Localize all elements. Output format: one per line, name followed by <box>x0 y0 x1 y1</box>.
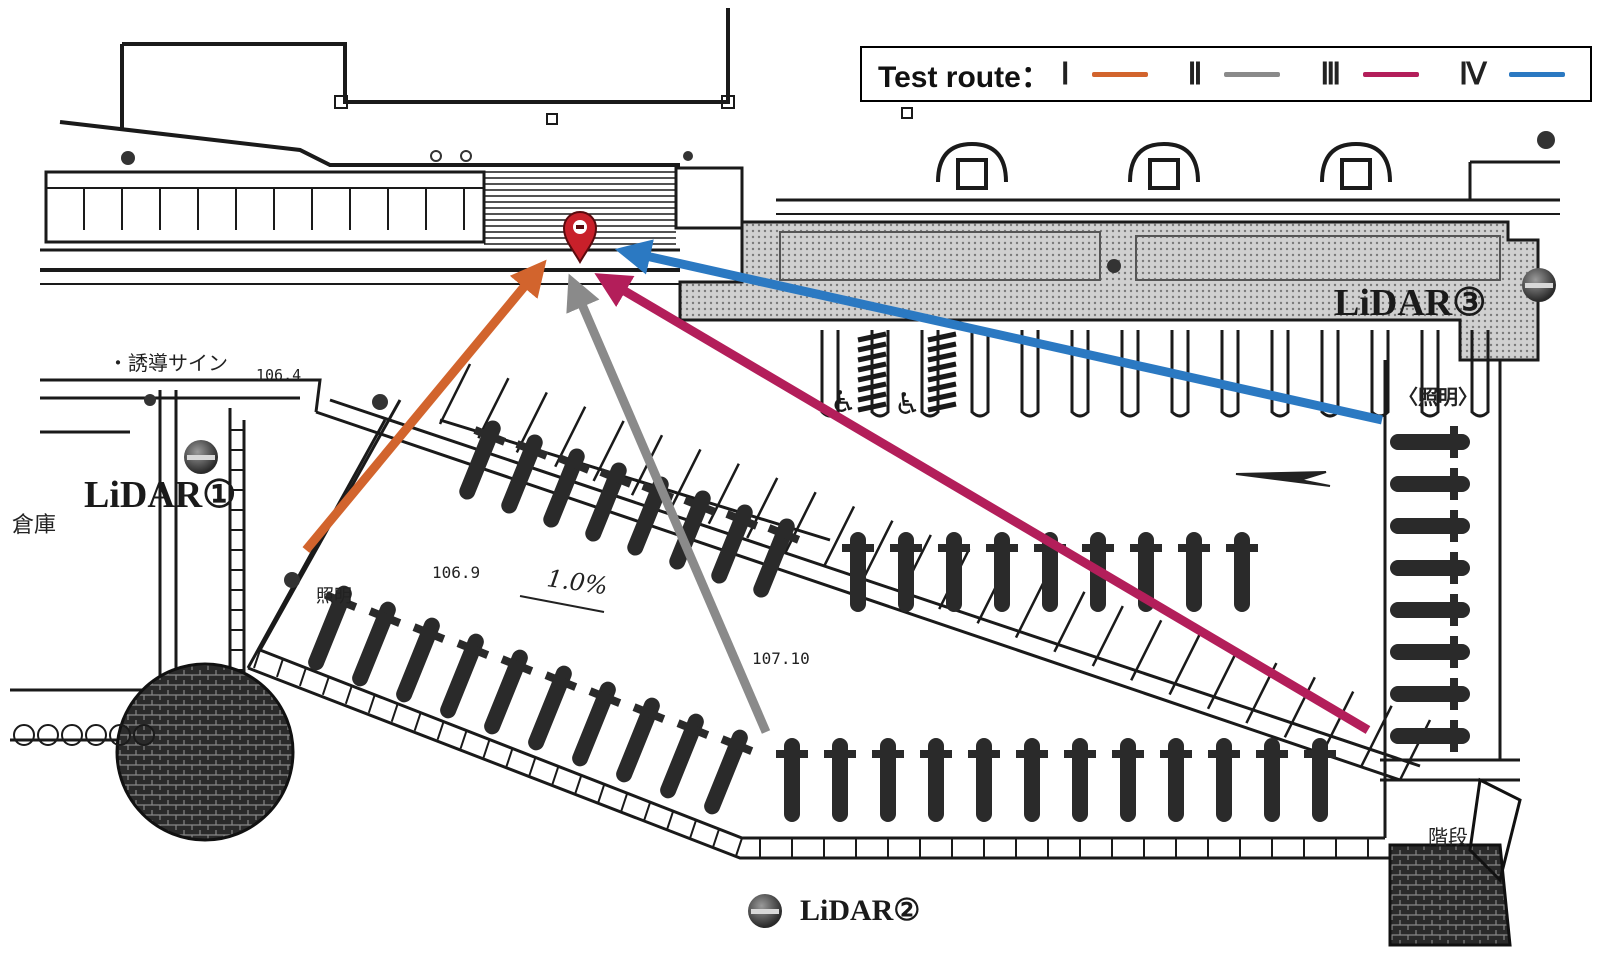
elevation-label-a: 106.4 <box>256 366 301 384</box>
wheel-stop <box>842 532 874 612</box>
wheel-stop <box>1390 594 1470 626</box>
wheel-stop <box>1390 510 1470 542</box>
legend-swatch-route-1 <box>1091 71 1148 77</box>
wheel-stop <box>753 518 801 598</box>
wheel-stop <box>1016 738 1048 822</box>
lidar-1-icon <box>184 440 218 474</box>
wheel-stops <box>308 420 1470 822</box>
sidewalk-band <box>678 160 1560 362</box>
wheel-stop <box>1390 426 1470 458</box>
wheel-stop <box>938 532 970 612</box>
wheel-stop <box>1304 738 1336 822</box>
route-legend: Test route： Ⅰ Ⅱ Ⅲ Ⅳ <box>860 46 1592 102</box>
elevation-label-c: 107.10 <box>752 649 810 668</box>
wheel-stop <box>890 532 922 612</box>
lidar-3-label: LiDAR③ <box>1334 282 1487 324</box>
wheel-stop <box>1390 552 1470 584</box>
curb-ticks <box>230 429 1369 858</box>
lamp-posts <box>121 131 1555 588</box>
wheel-stop <box>616 697 666 783</box>
stairs-label: 階段 <box>1428 825 1468 849</box>
storage-label: 倉庫 <box>12 513 56 538</box>
legend-label-route-4: Ⅳ <box>1459 57 1487 91</box>
wheel-stop <box>1256 738 1288 822</box>
wheel-stop <box>986 532 1018 612</box>
route-4-arrow <box>614 239 1383 425</box>
legend-label-route-3: Ⅲ <box>1320 57 1342 91</box>
wheel-stop <box>1390 720 1470 752</box>
route-3-arrow <box>594 273 1371 734</box>
map-pin-icon <box>562 211 598 265</box>
wheel-stop <box>501 434 549 514</box>
plan-annotations: ・誘導サイン 106.4 106.9 107.10 1.0% 〈照明〉 照明 倉… <box>12 351 1478 849</box>
stair-block <box>1388 777 1522 947</box>
wheel-stop <box>824 738 856 822</box>
wheel-stop <box>484 649 534 735</box>
wheel-stop <box>440 633 490 719</box>
legend-swatch-route-2 <box>1224 71 1281 77</box>
lighting-label: 〈照明〉 <box>1398 385 1478 409</box>
upper-walkway <box>40 166 744 285</box>
wheel-stop <box>1390 468 1470 500</box>
lidar-3-icon <box>1522 268 1556 302</box>
wheel-stop <box>352 601 402 687</box>
wheel-stop <box>660 713 710 799</box>
building-outline <box>59 8 913 167</box>
legend-label-route-1: Ⅰ <box>1060 57 1070 91</box>
wheel-stop <box>1112 738 1144 822</box>
legend-item-route-3: Ⅲ <box>1320 57 1449 92</box>
wheel-stop <box>1390 678 1470 710</box>
lighting-label-short: 照明 <box>316 586 352 607</box>
lidar-2-label: LiDAR② <box>800 894 921 927</box>
wheel-stop <box>572 681 622 767</box>
wheel-stop <box>1390 636 1470 668</box>
legend-label-route-2: Ⅱ <box>1187 57 1203 91</box>
lidar-2-icon <box>748 894 782 928</box>
wheel-stop <box>920 738 952 822</box>
legend-swatch-route-3 <box>1363 71 1420 77</box>
wheel-stop <box>396 617 446 703</box>
bicycle-rack-circles <box>13 724 155 746</box>
wheel-stop <box>669 490 717 570</box>
wheel-stop <box>1160 738 1192 822</box>
route-2-arrow <box>566 273 771 734</box>
wheel-stop <box>543 448 591 528</box>
lidar-1-label: LiDAR① <box>84 474 237 516</box>
wheel-stop <box>968 738 1000 822</box>
wheel-stop <box>585 462 633 542</box>
door-icons <box>936 141 1392 190</box>
planter-circle <box>115 662 295 842</box>
slope-label: 1.0% <box>545 564 609 600</box>
legend-item-route-1: Ⅰ <box>1061 57 1178 92</box>
wheel-stop <box>1226 532 1258 612</box>
wheel-stop <box>1064 738 1096 822</box>
wheel-stop <box>872 738 904 822</box>
legend-item-route-2: Ⅱ <box>1188 57 1311 92</box>
wheel-stop <box>704 729 754 815</box>
route-1-arrow <box>302 259 547 553</box>
wheel-stop <box>1178 532 1210 612</box>
angled-stall-lines <box>438 363 1432 781</box>
wheel-stop <box>1208 738 1240 822</box>
legend-title: Test route： <box>878 61 1051 94</box>
guide-sign-label: ・誘導サイン <box>108 351 228 375</box>
wheel-stop <box>776 738 808 822</box>
wheel-stop <box>711 504 759 584</box>
legend-swatch-route-4 <box>1508 71 1565 77</box>
test-routes <box>302 239 1383 734</box>
svg-text:♿: ♿ <box>894 387 921 422</box>
legend-item-route-4: Ⅳ <box>1459 57 1565 92</box>
elevation-label-b: 106.9 <box>432 563 480 582</box>
wheel-stop <box>528 665 578 751</box>
accessible-stall-hatching <box>857 331 957 413</box>
wheel-stop <box>459 420 507 500</box>
wheel-stop <box>308 585 358 671</box>
